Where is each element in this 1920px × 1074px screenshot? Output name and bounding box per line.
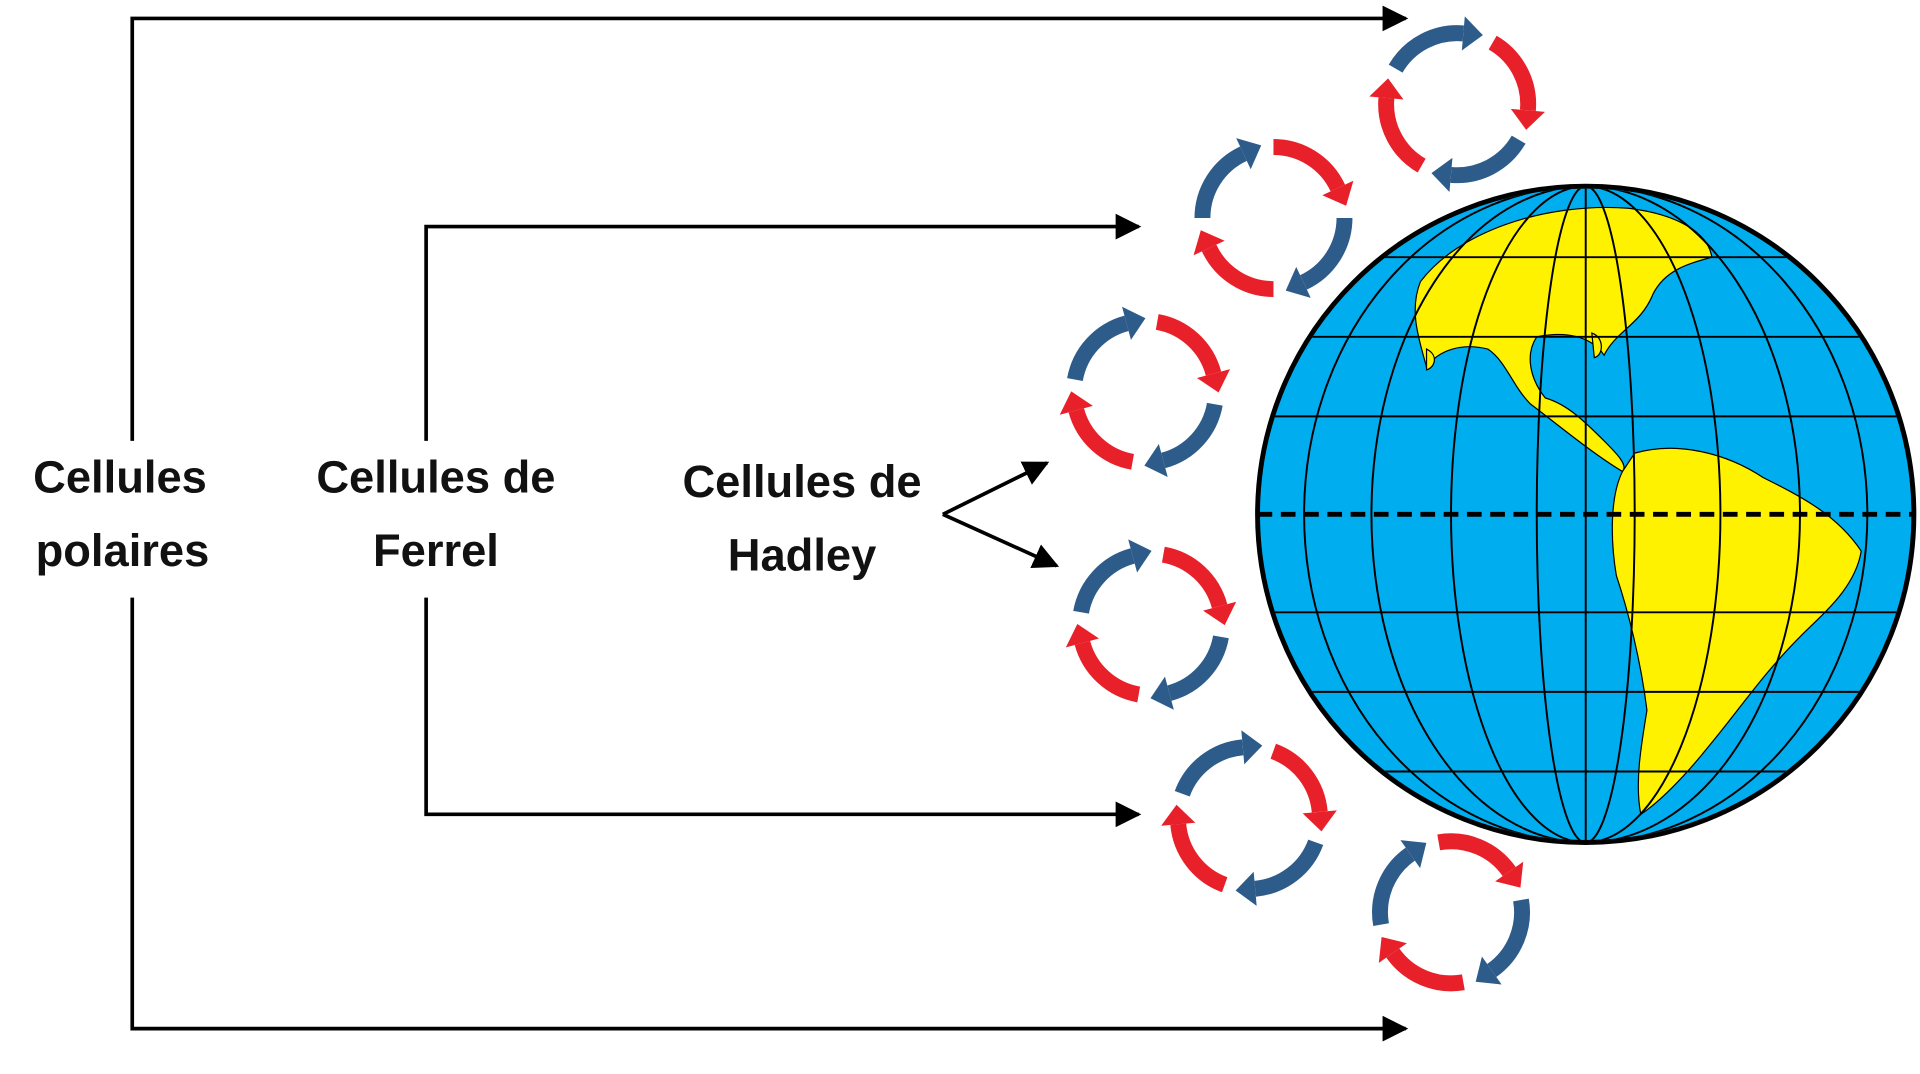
cell-arrow-segment [1167,635,1229,701]
ferrel-cell-north [1193,138,1354,298]
cell-arrowhead [1495,861,1524,888]
cell-arrow-segment [1074,640,1141,703]
cell-arrowhead [1285,266,1311,298]
cell-arrowhead [1400,840,1427,869]
cell-arrow-segment [1194,146,1248,219]
cell-arrow-segment [1254,839,1324,897]
cell-arrow-segment [1160,402,1223,469]
cell-arrowhead [1161,804,1196,826]
cell-arrowhead [1431,157,1453,192]
hadley-pointers [942,461,1060,568]
cell-arrow-segment [1067,315,1129,382]
cell-arrowhead [1461,16,1483,51]
cell-arrowhead [1193,230,1225,256]
cell-arrowhead [1128,539,1152,573]
cell-arrow-segment [1450,135,1526,184]
polar-cell-south [1372,833,1530,992]
cell-arrowhead [1144,443,1168,478]
hadley-cell-south [1065,539,1237,710]
cell-arrow-segment [1388,25,1465,73]
cell-arrow-segment [1201,244,1274,297]
cell-arrow-segment [1073,548,1135,614]
ferrel-cell-south [1161,730,1337,906]
polar-label-line1: Cellules [33,451,207,502]
cell-arrowhead [1235,871,1257,906]
ferrel-label-line1: Cellules de [316,451,555,502]
cell-arrow-segment [1486,898,1530,978]
hadley-label-line2: Hadley [728,530,877,581]
cell-arrowhead [1059,391,1093,415]
cell-arrow-segment [1155,314,1222,376]
cell-arrowhead [1369,78,1404,100]
hadley-cell-north [1059,306,1231,478]
cell-arrowhead [1475,956,1502,985]
hadley-label-line1: Cellules de [682,456,921,507]
cell-arrow-segment [1174,739,1244,797]
cell-arrow-segment [1299,217,1353,290]
globe [1255,183,1917,845]
cell-arrowhead [1122,306,1146,340]
ferrel-bracket [424,213,1142,828]
cell-arrowhead [1236,138,1262,170]
cell-arrow-segment [1372,847,1416,927]
cell-arrow-segment [1386,948,1465,992]
ferrel-label-line2: Ferrel [373,525,499,576]
cell-arrowhead [1065,624,1099,648]
cell-arrowhead [1241,730,1263,765]
polar-label-line2: polaires [36,525,210,576]
cell-arrow-segment [1068,407,1135,470]
cell-arrow-segment [1437,833,1516,877]
circulation-cells [1059,16,1545,992]
cell-arrow-segment [1161,546,1228,609]
cell-arrowhead [1378,936,1407,963]
cell-arrow-segment [1273,139,1346,192]
cell-arrowhead [1150,676,1174,710]
cell-arrow-segment [1170,823,1228,893]
cell-arrowhead [1302,810,1337,832]
cell-arrow-segment [1378,97,1426,173]
polar-bracket [130,5,1409,1042]
cell-arrow-segment [1488,35,1537,112]
cell-arrowhead [1322,180,1354,206]
cell-arrowhead [1203,601,1237,626]
polar-cell-north [1369,16,1545,192]
cell-arrowhead [1196,369,1231,393]
cell-arrowhead [1510,108,1545,130]
cell-arrow-segment [1270,743,1328,813]
